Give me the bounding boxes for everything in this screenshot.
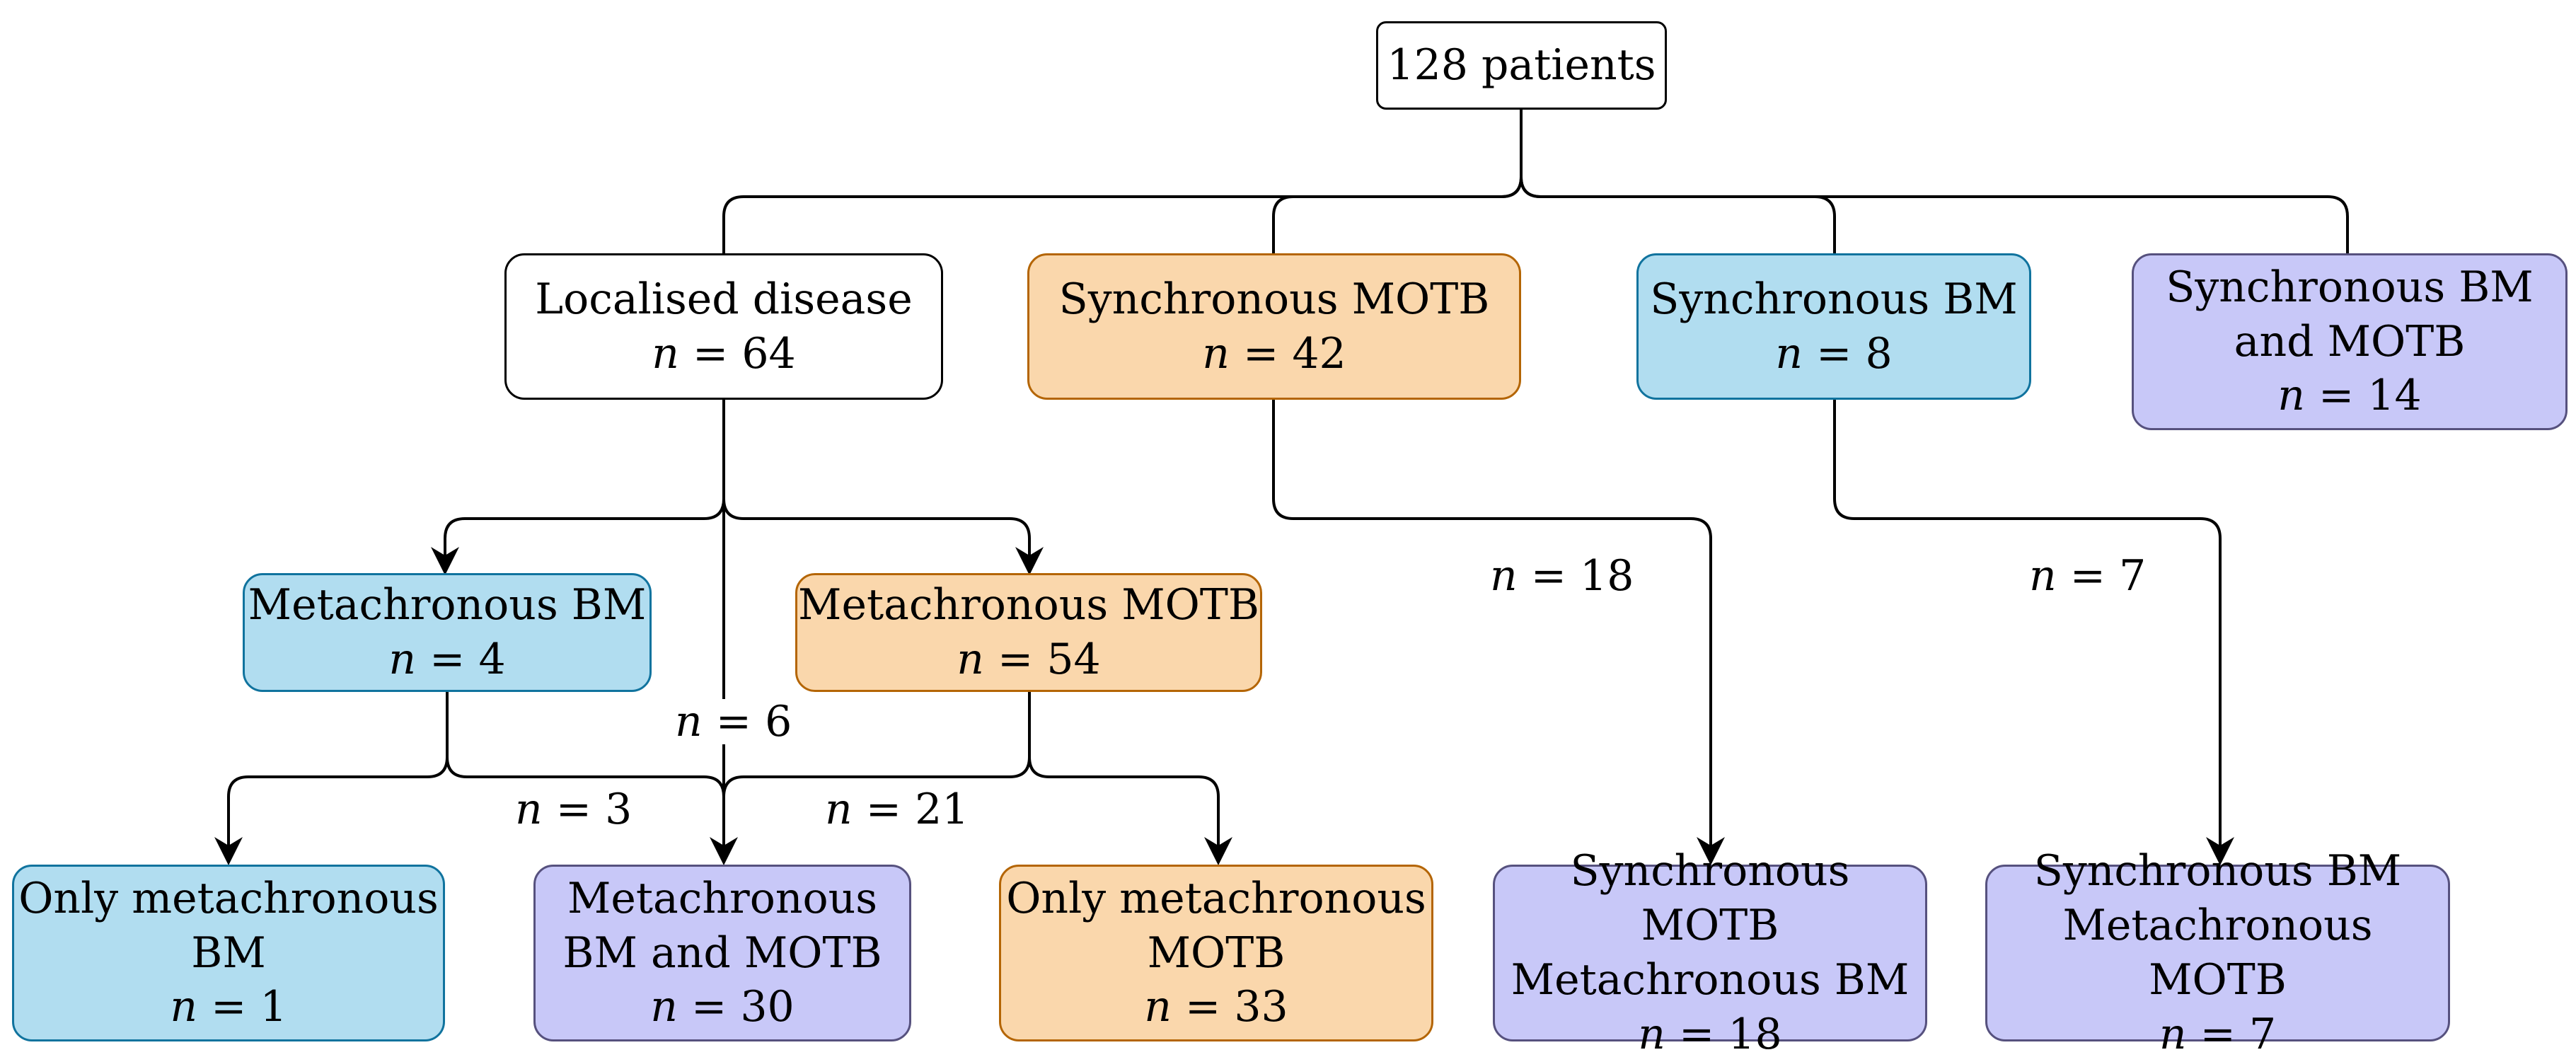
node-label: Only metachronous [1006, 873, 1426, 923]
node-label: Synchronous MOTB [1058, 274, 1490, 324]
edge-root-to-sync-bm [1520, 110, 1836, 253]
node-label: Synchronous BM [2166, 262, 2534, 312]
node-label: Metachronous MOTB [2062, 901, 2373, 1005]
node-label: Metachronous BM [248, 580, 647, 630]
edge-root-to-sync-motb [1272, 110, 1523, 253]
node-label: Metachronous [567, 873, 878, 923]
edge-sync-bm-to-sync-bm-meta-motb [1833, 400, 2234, 865]
node-count: n = 64 [652, 328, 796, 379]
node-label: Metachronous BM [1511, 955, 1910, 1005]
node-count: n = 14 [2277, 371, 2422, 421]
node-metachronous-bm-and-motb: Metachronous BM and MOTB n = 30 [533, 865, 911, 1041]
node-128-patients: 128 patients [1376, 21, 1667, 110]
node-label: and MOTB [2234, 316, 2466, 366]
edge-label-n-7: n = 7 [2025, 553, 2151, 599]
node-label: Only metachronous [18, 873, 439, 923]
node-count: n = 8 [1775, 328, 1893, 379]
node-synchronous-bm-and-motb: Synchronous BM and MOTB n = 14 [2132, 253, 2568, 430]
node-count: n = 4 [388, 635, 506, 684]
node-metachronous-motb: Metachronous MOTB n = 54 [795, 573, 1262, 692]
edge-label-n-6: n = 6 [671, 699, 797, 744]
edge-meta-motb-to-meta-bm-motb [722, 692, 1031, 797]
node-label: Synchronous MOTB [1570, 846, 1850, 951]
node-only-metachronous-motb: Only metachronous MOTB n = 33 [999, 865, 1433, 1041]
node-count: n = 7 [2159, 1009, 2277, 1059]
edge-label-n-3: n = 3 [511, 787, 637, 832]
node-label: Synchronous BM [2033, 846, 2402, 896]
node-label: Metachronous MOTB [798, 580, 1259, 630]
node-metachronous-bm: Metachronous BM n = 4 [243, 573, 652, 692]
node-count: n = 33 [1144, 982, 1288, 1032]
node-label: Localised disease [535, 274, 913, 324]
node-localised-disease: Localised disease n = 64 [504, 253, 943, 400]
node-count: n = 30 [650, 982, 795, 1032]
edge-label-n-18: n = 18 [1486, 553, 1639, 599]
node-label: Synchronous BM [1650, 274, 2018, 324]
node-count: n = 1 [170, 982, 287, 1032]
node-count: n = 54 [957, 635, 1101, 684]
edge-localised-to-meta-bm [431, 400, 725, 575]
edge-meta-bm-to-only-meta-bm [214, 692, 449, 865]
node-count: n = 42 [1202, 328, 1346, 379]
edge-meta-motb-to-only-meta-motb [1028, 692, 1232, 865]
edge-meta-bm-to-meta-bm-motb [446, 692, 725, 797]
node-label: 128 patients [1387, 40, 1656, 91]
edge-localised-to-meta-motb [722, 400, 1044, 575]
node-synchronous-bm: Synchronous BM n = 8 [1636, 253, 2031, 400]
node-label: BM [191, 928, 266, 978]
edge-root-to-sync-bm-motb [1520, 110, 2349, 253]
edge-label-n-21: n = 21 [821, 787, 974, 832]
edge-sync-motb-to-sync-motb-meta-bm [1272, 400, 1725, 865]
node-synchronous-motb-metachronous-bm: Synchronous MOTB Metachronous BM n = 18 [1493, 846, 1927, 1059]
node-count: n = 18 [1638, 1009, 1782, 1059]
node-label: MOTB [1147, 928, 1286, 978]
node-synchronous-motb: Synchronous MOTB n = 42 [1027, 253, 1521, 400]
edge-root-to-localised [722, 110, 1523, 253]
node-label: BM and MOTB [562, 928, 882, 978]
node-synchronous-bm-metachronous-motb: Synchronous BM Metachronous MOTB n = 7 [1985, 846, 2450, 1059]
node-only-metachronous-bm: Only metachronous BM n = 1 [12, 865, 445, 1041]
